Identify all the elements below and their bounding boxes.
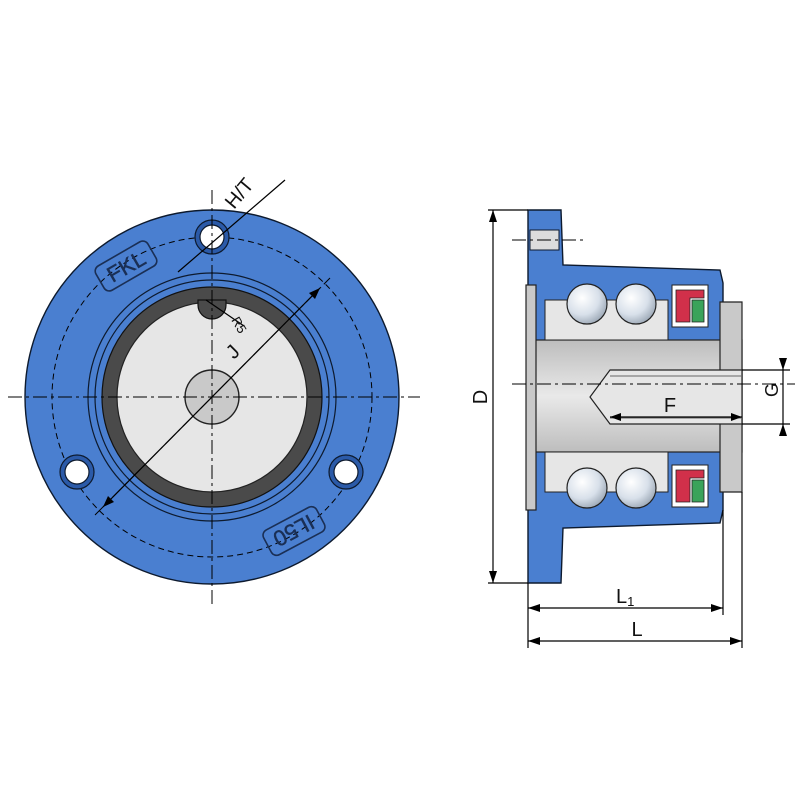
- bolt-hole-left: [59, 454, 95, 490]
- j-arrow-b: [309, 288, 320, 299]
- f-arrow-right: [731, 413, 742, 421]
- g-arrow-bottom: [779, 424, 787, 436]
- g-arrow-top: [779, 358, 787, 370]
- ball-bottom-1: [566, 467, 608, 509]
- end-plate: [525, 284, 537, 511]
- l-label: L: [631, 619, 642, 641]
- l1-arrow-left: [528, 604, 540, 612]
- l1-label-sub: 1: [627, 594, 634, 609]
- seal-top: [671, 284, 709, 328]
- l-arrow-right: [730, 637, 742, 645]
- d-arrow-bottom: [489, 571, 497, 583]
- d-label: D: [470, 390, 492, 404]
- j-arrow-a: [103, 496, 114, 507]
- l1-label-main: L: [616, 586, 627, 608]
- bolt-hole-right: [328, 454, 364, 490]
- thread-bore: [589, 369, 743, 425]
- r5-leader: [205, 299, 245, 327]
- f-label: F: [664, 395, 676, 417]
- r5-label: R5: [228, 314, 249, 336]
- j-leader: [102, 287, 321, 508]
- ball-bottom-2: [615, 467, 657, 509]
- seal-bottom: [671, 464, 709, 508]
- side-view: D G F L1 L: [470, 209, 795, 648]
- f-arrow-left: [610, 413, 621, 421]
- ht-leader: [177, 179, 286, 273]
- l1-label: L1: [616, 586, 634, 609]
- ball-top-2: [615, 283, 657, 325]
- l-arrow-left: [528, 637, 540, 645]
- g-label: G: [762, 383, 782, 397]
- ball-top-1: [566, 283, 608, 325]
- l1-arrow-right: [711, 604, 723, 612]
- d-arrow-top: [489, 210, 497, 222]
- front-view: FKL IL50 H/T R5 J: [8, 174, 420, 604]
